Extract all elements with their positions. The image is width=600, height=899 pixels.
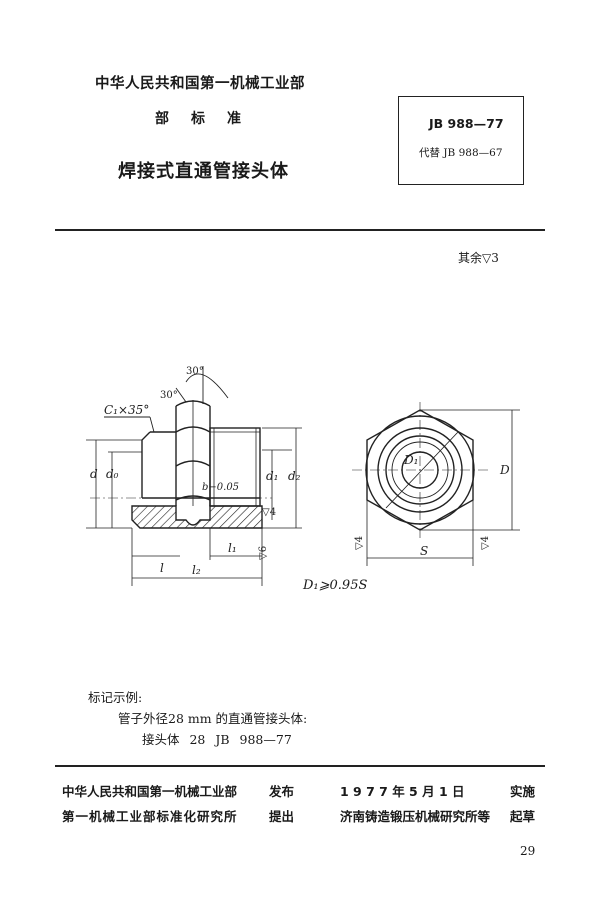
dim-D1-label: D₁ <box>403 453 418 467</box>
end-view <box>352 402 488 540</box>
propose-word: 提出 <box>269 809 295 824</box>
dim-d0: d₀ <box>106 467 119 481</box>
standard-code: JB 988—77 <box>429 116 504 131</box>
dim-d: d <box>90 467 98 481</box>
replaces-standard: 代替 JB 988—67 <box>419 147 503 159</box>
draft-word: 起草 <box>510 809 536 824</box>
angle-marks <box>175 366 229 404</box>
dim-d2: d₂ <box>288 469 301 483</box>
chamfer-label: C₁×35° <box>104 403 149 417</box>
dim-l1: l₁ <box>228 541 237 555</box>
standard-number-box: JB 988—77 代替 JB 988—67 <box>398 96 524 185</box>
dim-l: l <box>160 561 164 575</box>
example-description: 管子外径28 mm 的直通管接头体: <box>118 711 308 726</box>
surface-roughness-note: 其余▽3 <box>458 251 499 265</box>
side-view <box>90 400 272 529</box>
angle-top-label: 30° <box>186 366 204 377</box>
footer-rule <box>55 765 545 767</box>
document-title: 焊接式直通管接头体 <box>118 161 289 182</box>
proposer-org: 第一机械工业部标准化研究所 <box>62 809 238 824</box>
issuer-org: 中华人民共和国第一机械工业部 <box>62 784 238 799</box>
example-marking: 接头体 28 JB 988—77 <box>142 732 292 747</box>
example-title: 标记示例: <box>88 690 143 705</box>
ministry-title: 中华人民共和国第一机械工业部 <box>95 76 305 92</box>
implement-word: 实施 <box>510 784 536 799</box>
drafter-org: 济南铸造锻压机械研究所等 <box>340 809 491 824</box>
angle-left-label: 30° <box>160 390 178 401</box>
roughness-4a: ▽4 <box>262 507 276 518</box>
issue-date: 1 9 7 7 年 5 月 1 日 <box>340 784 465 799</box>
issue-word: 发布 <box>269 784 295 799</box>
standard-type: 部标准 <box>155 111 263 127</box>
roughness-6: ▽6 <box>258 546 269 560</box>
roughness-4c: ▽4 <box>480 536 491 550</box>
dim-l2: l₂ <box>192 563 201 577</box>
dim-S: S <box>420 544 428 558</box>
dim-D: D <box>499 463 510 477</box>
dim-d1: d₁ <box>266 469 279 483</box>
dim-b-tol: b−0.05 <box>202 482 239 493</box>
header-rule <box>55 229 545 231</box>
roughness-4b: ▽4 <box>354 536 365 550</box>
page-number: 29 <box>520 844 536 858</box>
d1-formula: D₁⩾0.95S <box>303 578 368 593</box>
